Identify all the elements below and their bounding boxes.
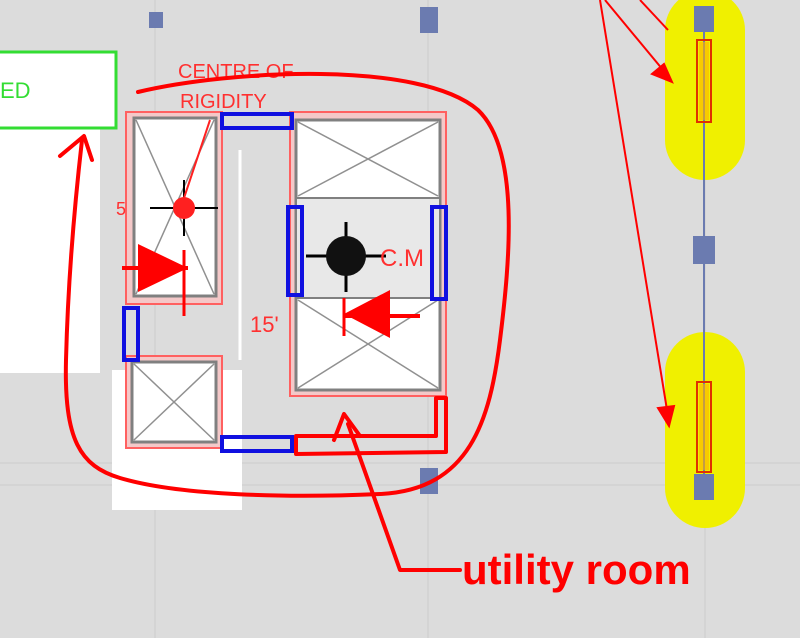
red-markup-arrows-inner [122,244,420,338]
dimension-label: 15' [250,312,279,337]
hand-drawn-outline [63,71,511,498]
crosshair-icon [150,119,218,236]
utility-room-callout [332,412,462,572]
column-marker-right-top [694,6,714,32]
hand-drawn-outline-arrowhead [58,134,94,162]
green-tag-label: ED [0,78,31,103]
blue-wall-segments [122,112,448,453]
column-marker-right-bottom [694,474,714,500]
utility-room-annotation: utility room [462,546,691,593]
utility-room-outline [294,396,448,456]
centre-of-rigidity-label-line1: CENTRE OF [178,61,294,83]
centre-of-mass-icon [306,222,386,292]
centre-of-rigidity-label-line2: RIGIDITY [180,91,267,113]
column-marker-right-middle [693,236,715,264]
right-column-line [665,0,745,528]
side-mark-label: 5 [116,199,126,219]
centre-of-mass-label: C.M [380,245,424,272]
white-panel-left [0,128,100,373]
red-pointer-arrows [599,0,676,429]
green-tag: ED [0,50,118,130]
